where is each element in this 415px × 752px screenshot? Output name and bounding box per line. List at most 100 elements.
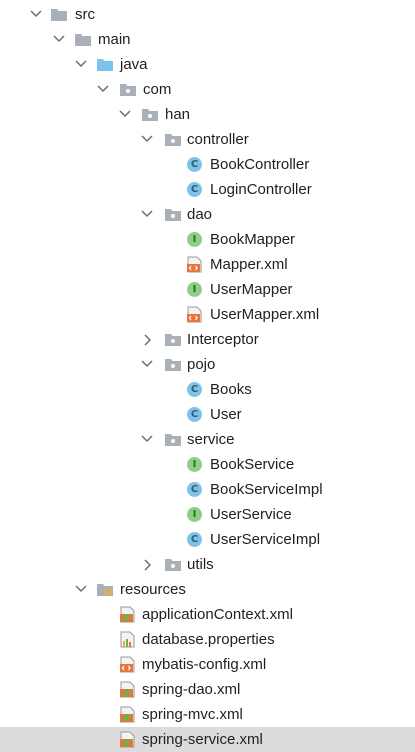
chevron-down-icon[interactable]: [53, 27, 65, 52]
tree-label: controller: [187, 131, 249, 148]
source-folder-icon: [96, 52, 114, 77]
tree-node-mapper-xml[interactable]: Mapper.xml: [0, 252, 415, 277]
tree-label: service: [187, 431, 235, 448]
resources-folder-icon: [96, 577, 114, 602]
tree-node-user-service-impl[interactable]: C UserServiceImpl: [0, 527, 415, 552]
tree-node-utils[interactable]: utils: [0, 552, 415, 577]
tree-node-dao[interactable]: dao: [0, 202, 415, 227]
tree-node-user-mapper[interactable]: I UserMapper: [0, 277, 415, 302]
chevron-down-icon[interactable]: [75, 577, 87, 602]
class-icon: C: [186, 527, 204, 552]
package-icon: [141, 102, 159, 127]
tree-node-spring-mvc[interactable]: spring-mvc.xml: [0, 702, 415, 727]
class-glyph: C: [187, 482, 202, 497]
folder-icon: [50, 2, 68, 27]
tree-node-book-service[interactable]: I BookService: [0, 452, 415, 477]
interface-glyph: I: [187, 232, 202, 247]
tree-node-java[interactable]: java: [0, 52, 415, 77]
chevron-right-icon[interactable]: [142, 552, 154, 577]
tree-node-database-properties[interactable]: database.properties: [0, 627, 415, 652]
chevron-down-icon[interactable]: [141, 427, 153, 452]
chevron-right-icon[interactable]: [142, 327, 154, 352]
chevron-down-icon[interactable]: [30, 2, 42, 27]
tree-label: Mapper.xml: [210, 256, 288, 273]
tree-node-login-controller[interactable]: C LoginController: [0, 177, 415, 202]
tree-node-resources[interactable]: resources: [0, 577, 415, 602]
class-glyph: C: [187, 532, 202, 547]
tree-label: mybatis-config.xml: [142, 656, 267, 673]
tree-node-src[interactable]: src: [0, 2, 415, 27]
tree-node-han[interactable]: han: [0, 102, 415, 127]
interface-glyph: I: [187, 282, 202, 297]
tree-node-books[interactable]: C Books: [0, 377, 415, 402]
xml-file-icon: [119, 652, 137, 677]
tree-label: applicationContext.xml: [142, 606, 293, 623]
interface-glyph: I: [187, 507, 202, 522]
tree-label: spring-mvc.xml: [142, 706, 243, 723]
tree-node-interceptor[interactable]: Interceptor: [0, 327, 415, 352]
package-icon: [164, 327, 182, 352]
tree-node-service[interactable]: service: [0, 427, 415, 452]
class-glyph: C: [187, 157, 202, 172]
tree-label: main: [98, 31, 131, 48]
package-icon: [119, 77, 137, 102]
tree-node-spring-dao[interactable]: spring-dao.xml: [0, 677, 415, 702]
tree-label: UserMapper: [210, 281, 293, 298]
tree-node-user-service[interactable]: I UserService: [0, 502, 415, 527]
tree-label: han: [165, 106, 191, 123]
tree-label: LoginController: [210, 181, 312, 198]
chevron-down-icon[interactable]: [141, 352, 153, 377]
tree-node-user[interactable]: C User: [0, 402, 415, 427]
tree-node-mybatis-config[interactable]: mybatis-config.xml: [0, 652, 415, 677]
tree-label: BookMapper: [210, 231, 296, 248]
class-icon: C: [186, 177, 204, 202]
interface-icon: I: [186, 227, 204, 252]
package-icon: [164, 127, 182, 152]
tree-node-spring-service[interactable]: spring-service.xml: [0, 727, 415, 752]
package-icon: [164, 352, 182, 377]
class-icon: C: [186, 152, 204, 177]
class-glyph: C: [187, 182, 202, 197]
xml-file-icon: [186, 252, 204, 277]
tree-node-book-controller[interactable]: C BookController: [0, 152, 415, 177]
tree-label: UserServiceImpl: [210, 531, 321, 548]
package-icon: [164, 427, 182, 452]
tree-label: pojo: [187, 356, 216, 373]
tree-label: java: [120, 56, 148, 73]
tree-label: dao: [187, 206, 213, 223]
class-icon: C: [186, 377, 204, 402]
interface-icon: I: [186, 502, 204, 527]
tree-label: Books: [210, 381, 252, 398]
xml-file-icon: [186, 302, 204, 327]
interface-glyph: I: [187, 457, 202, 472]
class-icon: C: [186, 477, 204, 502]
tree-label: BookController: [210, 156, 310, 173]
tree-node-controller[interactable]: controller: [0, 127, 415, 152]
tree-label: User: [210, 406, 242, 423]
tree-label: spring-service.xml: [142, 731, 263, 748]
chevron-down-icon[interactable]: [141, 127, 153, 152]
class-icon: C: [186, 402, 204, 427]
tree-node-book-service-impl[interactable]: C BookServiceImpl: [0, 477, 415, 502]
class-glyph: C: [187, 407, 202, 422]
tree-node-pojo[interactable]: pojo: [0, 352, 415, 377]
chevron-down-icon[interactable]: [97, 77, 109, 102]
package-icon: [164, 552, 182, 577]
tree-node-com[interactable]: com: [0, 77, 415, 102]
package-icon: [164, 202, 182, 227]
tree-label: src: [75, 6, 95, 23]
tree-node-book-mapper[interactable]: I BookMapper: [0, 227, 415, 252]
tree-node-user-mapper-xml[interactable]: UserMapper.xml: [0, 302, 415, 327]
chevron-down-icon[interactable]: [75, 52, 87, 77]
tree-label: database.properties: [142, 631, 275, 648]
tree-label: UserService: [210, 506, 292, 523]
chevron-down-icon[interactable]: [119, 102, 131, 127]
tree-label: UserMapper.xml: [210, 306, 320, 323]
spring-xml-icon: [119, 677, 137, 702]
chevron-down-icon[interactable]: [141, 202, 153, 227]
tree-node-main[interactable]: main: [0, 27, 415, 52]
tree-label: utils: [187, 556, 214, 573]
spring-xml-icon: [119, 602, 137, 627]
tree-node-application-context[interactable]: applicationContext.xml: [0, 602, 415, 627]
